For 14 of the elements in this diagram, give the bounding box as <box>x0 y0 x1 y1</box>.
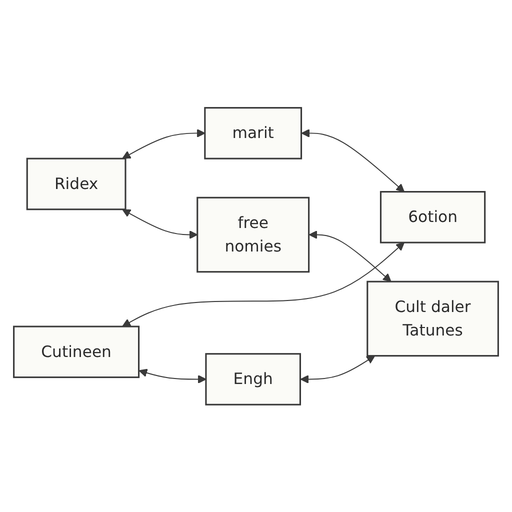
arrow <box>122 208 198 239</box>
arrow <box>138 368 206 384</box>
node-box: free nomies <box>196 196 310 272</box>
node-box: Cutineen <box>13 326 140 378</box>
node-box: 6otion <box>380 190 486 244</box>
node-box: marit <box>204 106 302 160</box>
node-box: Ridex <box>26 158 126 210</box>
node-box: Engh <box>205 352 301 406</box>
arrow <box>300 355 376 384</box>
arrow <box>308 230 392 282</box>
arrow <box>301 128 405 192</box>
arrow <box>122 128 206 159</box>
arrow <box>122 242 405 326</box>
node-box: Cult daler Tatunes <box>366 280 499 356</box>
